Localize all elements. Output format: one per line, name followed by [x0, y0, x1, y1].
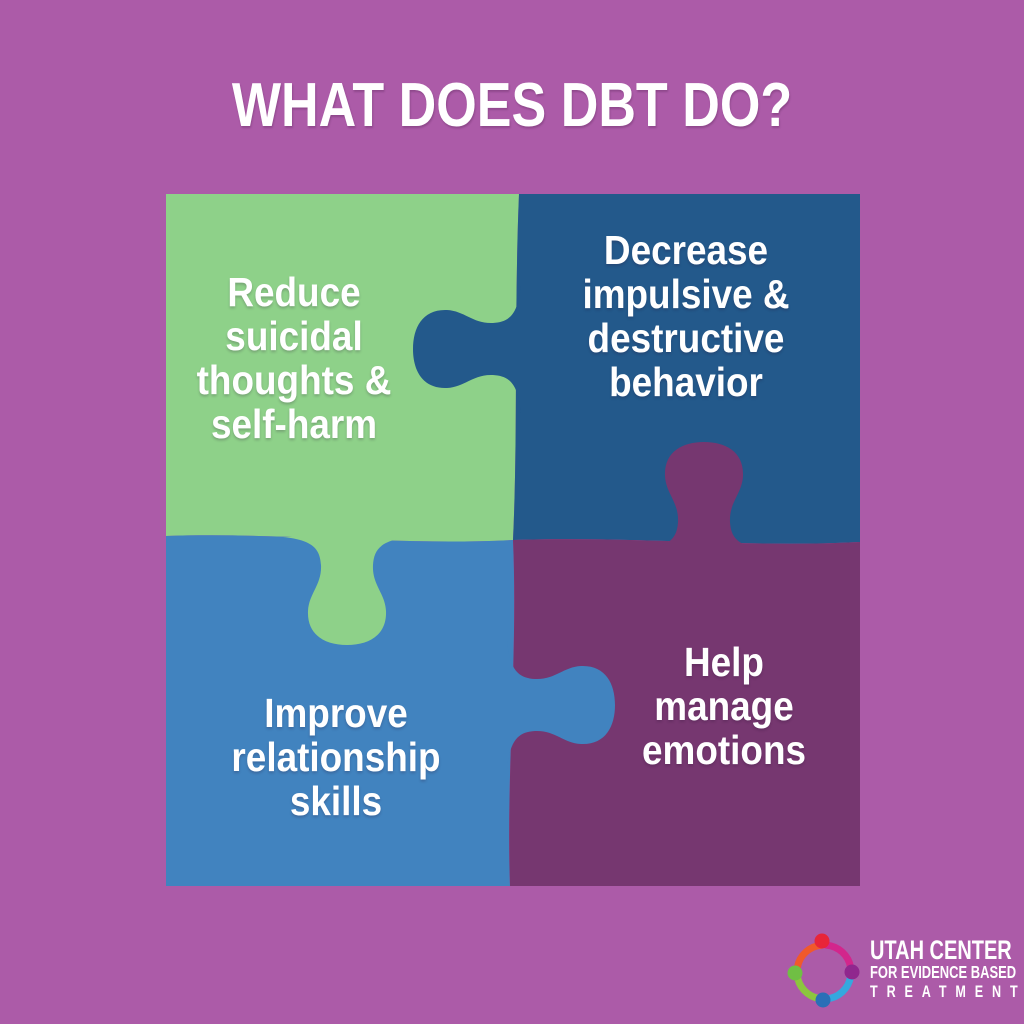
puzzle-shapes [166, 194, 860, 886]
page-title: WHAT DOES DBT DO? [231, 71, 793, 140]
logo-arc-top-right [822, 941, 855, 971]
puzzle-piece-top-right-shape [513, 194, 860, 544]
puzzle-label-improve-relationship: Improve relationship skills [210, 691, 462, 823]
logo-org-subtitle: FOR EVIDENCE BASED [870, 962, 1017, 982]
label-line: skills [289, 778, 383, 824]
label-line: suicidal [225, 313, 363, 359]
logo-org-treatment: TREATMENT [870, 982, 1024, 1001]
logo-org-name: UTAH CENTER [870, 935, 1012, 965]
label-line: thoughts & [196, 357, 392, 403]
puzzle-piece-bottom-right-shape [509, 539, 860, 886]
label-line: impulsive & [582, 271, 790, 317]
label-line: behavior [609, 359, 763, 405]
label-line: relationship [231, 734, 441, 780]
puzzle-label-reduce-suicidal: Reduce suicidal thoughts & self-harm [186, 270, 402, 446]
logo-arc-left-top [793, 941, 826, 971]
label-line: self-harm [210, 401, 378, 447]
label-line: Help [684, 639, 764, 685]
logo-dot-bottom [815, 992, 831, 1008]
label-line: Reduce [227, 269, 361, 315]
utah-center-logo: UTAH CENTER FOR EVIDENCE BASED TREATMENT [786, 930, 1024, 1008]
puzzle-label-help-manage: Help manage emotions [607, 640, 841, 772]
puzzle-piece-bottom-left-shape [166, 535, 515, 886]
label-line: emotions [641, 727, 807, 773]
utah-center-logo-text: UTAH CENTER FOR EVIDENCE BASED TREATMENT [870, 935, 1024, 1002]
puzzle-piece-top-left-shape [166, 194, 519, 542]
label-line: destructive [587, 315, 785, 361]
logo-dot-left [787, 965, 803, 981]
puzzle-diagram: Reduce suicidal thoughts & self-harm Dec… [166, 194, 860, 886]
puzzle-label-decrease-impulsive: Decrease impulsive & destructive behavio… [551, 228, 821, 404]
logo-dot-top [814, 933, 830, 949]
label-line: Decrease [603, 227, 769, 273]
logo-dot-right [844, 964, 860, 980]
label-line: manage [654, 683, 794, 729]
label-line: Improve [264, 690, 408, 736]
logo-arc-right-bottom [822, 973, 855, 1003]
utah-center-logo-mark-icon [787, 933, 860, 1008]
